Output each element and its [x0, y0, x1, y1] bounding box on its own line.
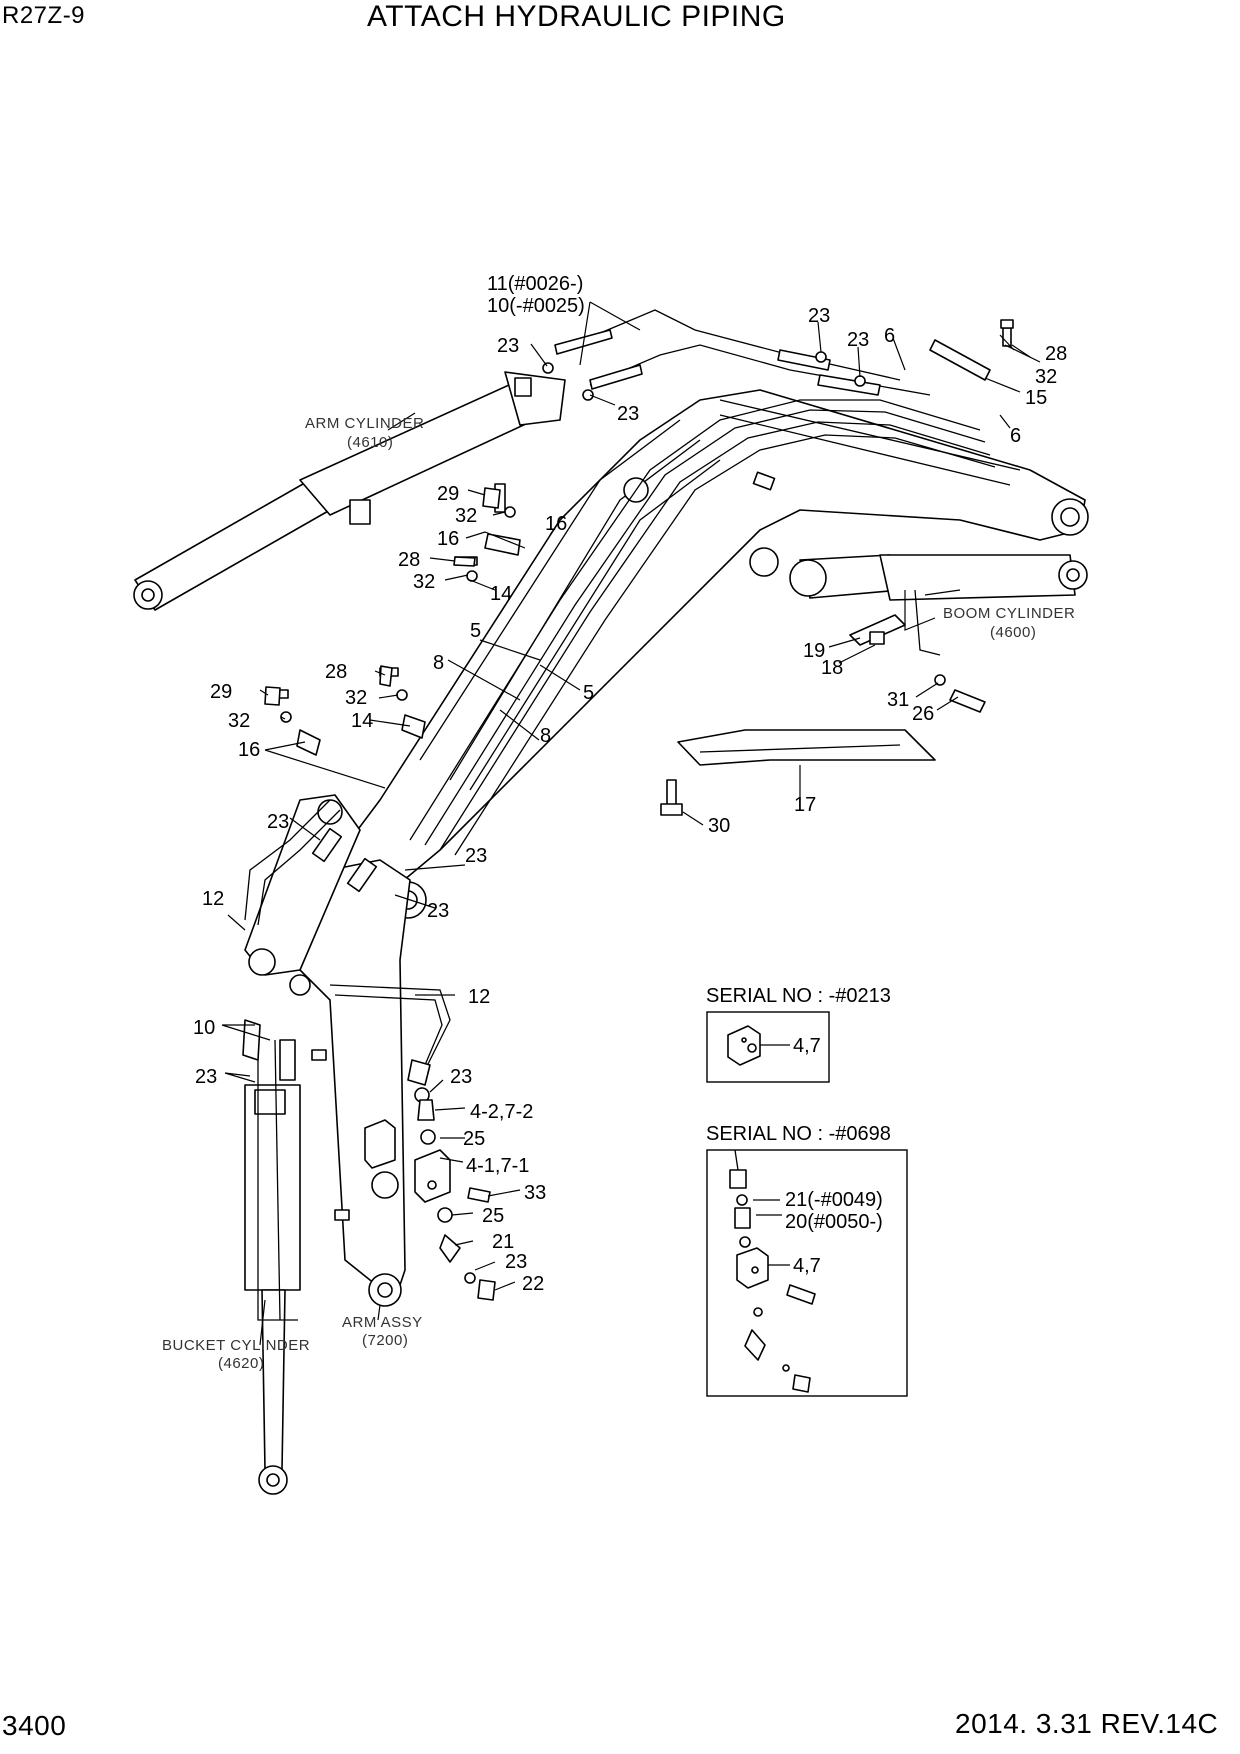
part-label: 16	[437, 528, 459, 550]
page-title: ATTACH HYDRAULIC PIPING	[367, 0, 786, 33]
part-label: 6	[884, 325, 895, 347]
serial-box-label: 4,7	[793, 1035, 821, 1057]
part-label: 4-1,7-1	[466, 1155, 529, 1177]
part-label: 5	[470, 620, 481, 642]
valve-block-assembly	[364, 1087, 496, 1301]
boom-cylinder	[789, 554, 1088, 656]
part-label: 29	[210, 681, 232, 703]
part-label: 32	[345, 687, 367, 709]
arm-assy-code: (7200)	[362, 1332, 408, 1349]
bucket-cylinder-code: (4620)	[218, 1355, 264, 1372]
clamp-15	[929, 319, 1014, 381]
part-label: 23	[497, 335, 519, 357]
part-label: 18	[821, 657, 843, 679]
boom-cylinder-code: (4600)	[990, 624, 1036, 641]
part-label: 14	[490, 583, 512, 605]
arm-cylinder-code: (4610)	[347, 434, 393, 451]
part-label: 22	[522, 1273, 544, 1295]
part-label: 25	[482, 1205, 504, 1227]
plate-18-19	[849, 614, 986, 713]
part-label: 26	[912, 703, 934, 725]
part-label: 32	[455, 505, 477, 527]
part-label: 12	[468, 986, 490, 1008]
hose-bundle	[409, 399, 996, 856]
arm-cylinder	[133, 371, 566, 611]
bucket-cylinder-caption: BUCKET CYLINDER	[162, 1337, 310, 1354]
part-label: 23	[195, 1066, 217, 1088]
serial-box-label: 20(#0050-)	[785, 1211, 883, 1233]
part-label: 23	[450, 1066, 472, 1088]
part-label: 14	[351, 710, 373, 732]
part-label: 33	[524, 1182, 546, 1204]
serial-box-0698: SERIAL NO : -#0698 21(-#0049) 20(#0050-)…	[706, 1123, 908, 1397]
serial-heading: SERIAL NO : -#0698	[706, 1123, 891, 1145]
part-label: 28	[1045, 343, 1067, 365]
arm-assy-caption: ARM ASSY	[342, 1314, 423, 1331]
leader-lines	[221, 301, 1041, 1346]
serial-heading: SERIAL NO : -#0213	[706, 985, 891, 1007]
part-label: 28	[398, 549, 420, 571]
part-label: 25	[463, 1128, 485, 1150]
part-label: 23	[847, 329, 869, 351]
part-label: 4-2,7-2	[470, 1101, 533, 1123]
serial-box-label: 4,7	[793, 1255, 821, 1277]
arm	[269, 859, 411, 1307]
part-label: 8	[540, 725, 551, 747]
part-label: 23	[617, 403, 639, 425]
part-label: 21	[492, 1231, 514, 1253]
cover-plate-17	[660, 729, 936, 816]
part-label: 32	[413, 571, 435, 593]
part-label: 5	[583, 682, 594, 704]
part-label: 10	[193, 1017, 215, 1039]
part-label: 16	[238, 739, 260, 761]
part-label: 29	[437, 483, 459, 505]
bolts	[264, 487, 516, 723]
boom	[319, 389, 1089, 919]
arm-hoses	[242, 799, 451, 1086]
part-label: 28	[325, 661, 347, 683]
part-label: 23	[808, 305, 830, 327]
part-label: 32	[228, 710, 250, 732]
serial-box-0213: SERIAL NO : -#0213 4,7	[706, 985, 891, 1083]
model-code: R27Z-9	[2, 2, 86, 29]
part-number-labels: 11(#0026-) 10(-#0025) 23 23 23 23 6 28 3…	[193, 273, 1067, 1295]
part-label: 12	[202, 888, 224, 910]
arm-cylinder-caption: ARM CYLINDER	[305, 415, 424, 432]
part-label: 30	[708, 815, 730, 837]
upper-pipes	[542, 309, 931, 401]
part-label: 23	[427, 900, 449, 922]
part-label: 10(-#0025)	[487, 295, 585, 317]
part-label: 11(#0026-)	[487, 273, 583, 295]
bucket-cylinder	[244, 1039, 301, 1495]
component-captions: ARM CYLINDER (4610) BOOM CYLINDER (4600)…	[162, 415, 1075, 1372]
part-label: 8	[433, 652, 444, 674]
boom-cylinder-caption: BOOM CYLINDER	[943, 605, 1075, 622]
part-label: 32	[1035, 366, 1057, 388]
part-label: 23	[505, 1251, 527, 1273]
part-label: 23	[465, 845, 487, 867]
part-label: 23	[267, 811, 289, 833]
part-label: 17	[794, 794, 816, 816]
part-label: 31	[887, 689, 909, 711]
part-label: 19	[803, 640, 825, 662]
part-label: 15	[1025, 387, 1047, 409]
part-label: 6	[1010, 425, 1021, 447]
revision-date: 2014. 3.31 REV.14C	[955, 1708, 1219, 1739]
part-label: 16	[545, 513, 567, 535]
serial-box-label: 21(-#0049)	[785, 1189, 883, 1211]
page-number: 3400	[2, 1710, 67, 1741]
